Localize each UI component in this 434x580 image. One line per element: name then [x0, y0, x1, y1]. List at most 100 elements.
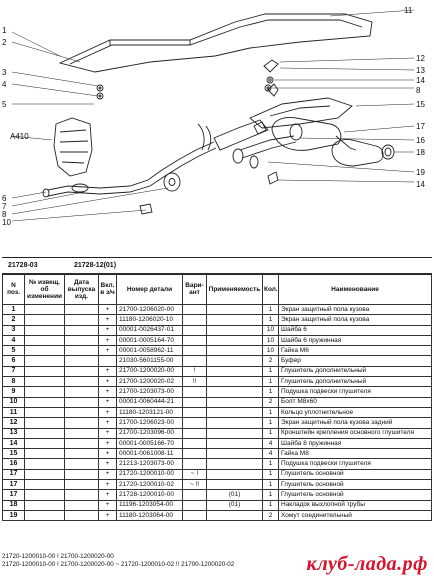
cell-notice	[24, 314, 65, 326]
cell-included: +	[98, 437, 117, 450]
cell-part-number: 00001-0061008-11	[116, 448, 183, 460]
cell-qty: 1	[262, 406, 279, 419]
cell-date	[64, 365, 99, 378]
cell-included: +	[98, 345, 117, 357]
cell-position: 1	[2, 303, 25, 316]
cell-usage	[206, 406, 263, 419]
cell-notice	[24, 355, 65, 367]
cell-included: +	[98, 499, 117, 511]
cell-variant	[182, 458, 207, 470]
cell-name: Гайка М6	[278, 345, 432, 357]
cell-part-number: 21720-1200010-00	[116, 468, 183, 481]
cell-notice	[24, 417, 65, 429]
cell-position: 15	[2, 448, 25, 460]
cell-name: Болт М8х60	[278, 396, 432, 408]
additional-muffler	[213, 119, 269, 151]
cell-notice	[24, 489, 65, 501]
cell-position: 5	[2, 345, 25, 357]
callout-8b: 8	[416, 86, 421, 95]
callout-8: 8	[2, 210, 7, 219]
cell-part-number: 21700-1200020-02	[116, 376, 183, 388]
cell-variant	[182, 345, 207, 357]
footer-line-2: 21720-1200010-00 ! 21700-1200020-00 ~ 21…	[2, 561, 235, 568]
cell-usage	[206, 437, 263, 450]
cell-variant	[182, 386, 207, 398]
cell-variant	[182, 303, 207, 316]
col-variant: Вари-ант	[182, 273, 207, 305]
cell-variant	[182, 417, 207, 429]
cell-variant	[182, 355, 207, 367]
cell-name: Шайба 6	[278, 324, 432, 336]
cell-name: Глушитель основной	[278, 468, 432, 481]
cell-variant	[182, 324, 207, 336]
cell-usage	[206, 376, 263, 388]
cell-included: +	[98, 448, 117, 460]
cell-part-number: 21213-1203073-00	[116, 458, 183, 470]
callout-7: 7	[2, 202, 7, 211]
cell-included: +	[98, 489, 117, 501]
cell-position: 14	[2, 437, 25, 450]
cell-position: 11	[2, 406, 25, 419]
callout-16: 16	[416, 136, 425, 145]
cell-name: Хомут соединительный	[278, 509, 432, 522]
cell-qty: 4	[262, 437, 279, 450]
cell-position: 4	[2, 334, 25, 347]
cell-usage	[206, 314, 263, 326]
cell-included: +	[98, 509, 117, 522]
callout-14: 14	[416, 76, 425, 85]
cell-usage	[206, 458, 263, 470]
cell-included: +	[98, 427, 117, 439]
cell-usage	[206, 365, 263, 378]
cell-part-number: 21030-5601155-00	[116, 355, 183, 367]
footer-notes: 21720-1200010-00 ! 21700-1200020-00 2172…	[2, 553, 432, 569]
cell-part-number: 21700-1206020-00	[116, 303, 183, 316]
col-notice: № извещ. об изменении	[24, 273, 65, 305]
col-incl: Вкл. в з/ч	[98, 273, 117, 305]
cell-date	[64, 489, 99, 501]
cell-variant: !	[182, 365, 207, 378]
cell-included: +	[98, 365, 117, 378]
col-qty: Кол.	[262, 273, 279, 305]
cell-usage	[206, 355, 263, 367]
cell-notice	[24, 324, 65, 336]
cell-position: 17	[2, 468, 25, 481]
col-no: N поз.	[2, 273, 25, 305]
cell-variant	[182, 499, 207, 511]
cell-name: Экран защитный пола кузова задний	[278, 417, 432, 429]
front-pipe	[47, 141, 215, 191]
callout-6: 6	[2, 194, 7, 203]
cell-included: +	[98, 417, 117, 429]
cell-name: Шайба 6 пружинная	[278, 334, 432, 347]
cell-position: 8	[2, 376, 25, 388]
cell-date	[64, 509, 99, 522]
cell-date	[64, 468, 99, 481]
cell-name: Экран защитный пола кузова	[278, 314, 432, 326]
cell-date	[64, 458, 99, 470]
cell-notice	[24, 468, 65, 481]
cell-variant	[182, 427, 207, 439]
exhaust-system-diagram: 11 1 2 3 4 5 A410 6 7 8 10 12 13 14 8 15…	[0, 0, 434, 252]
floor-heat-shield	[58, 13, 373, 73]
cell-date	[64, 427, 99, 439]
cell-date	[64, 437, 99, 450]
cell-notice	[24, 406, 65, 419]
cell-qty: 2	[262, 396, 279, 408]
cell-variant: !!	[182, 376, 207, 388]
callout-11: 11	[404, 6, 413, 15]
cell-name: Гайка М8	[278, 448, 432, 460]
cell-notice	[24, 396, 65, 408]
catalytic-converter	[53, 117, 93, 177]
cell-date	[64, 303, 99, 316]
cell-name: Экран защитный пола кузова	[278, 303, 432, 316]
cell-qty: 4	[262, 448, 279, 460]
cell-included: +	[98, 468, 117, 481]
cell-included	[98, 355, 117, 367]
